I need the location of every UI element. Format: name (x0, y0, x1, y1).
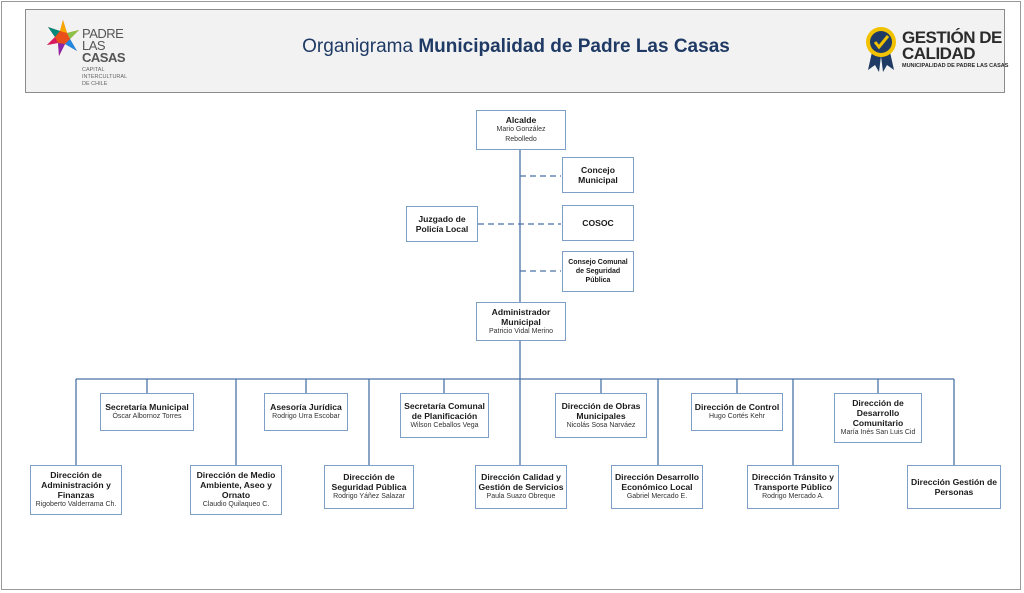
page-title: Organigrama Municipalidad de Padre Las C… (26, 36, 1006, 58)
node-title: Juzgado de Policía Local (415, 214, 469, 234)
node-gestion-personas: Dirección Gestión de Personas (907, 465, 1001, 509)
title-main: Municipalidad de Padre Las Casas (418, 36, 730, 57)
node-person: Nicolás Sosa Narváez (566, 421, 636, 429)
node-title: Dirección de Seguridad Pública (331, 472, 407, 492)
logo-word-2: LAS (82, 38, 106, 53)
quality-subtitle: MUNICIPALIDAD DE PADRE LAS CASAS (902, 63, 1009, 69)
node-title: Dirección de Control (694, 402, 780, 412)
node-person: Hugo Cortés Kehr (708, 413, 766, 420)
node-person: Wilson Ceballos Vega (410, 421, 479, 429)
node-calidad-servicios: Dirección Calidad y Gestión de Servicios… (475, 465, 567, 509)
header-banner: PADRE LAS CASAS CAPITAL INTERCULTURAL DE… (25, 9, 1008, 93)
node-asesoria-juridica: Asesoría Jurídica Rodrigo Urra Escobar (264, 393, 348, 431)
quality-title-1: GESTIÓN DE (902, 28, 1002, 47)
node-person: Claudio Quilaqueo C. (202, 501, 270, 508)
node-title: Secretaría Municipal (105, 402, 189, 412)
node-consejo-seguridad: Consejo Comunal de Seguridad Pública (562, 251, 634, 292)
gestion-calidad-logo: GESTIÓN DE CALIDAD MUNICIPALIDAD DE PADR… (864, 24, 1008, 84)
quality-seal-icon (866, 27, 896, 72)
logo-tagline-1: CAPITAL (82, 67, 105, 73)
node-person: María Inés San Luis Cid (840, 429, 916, 436)
logo-tagline-3: DE CHILE (82, 81, 108, 87)
node-title: Dirección Calidad y Gestión de Servicios (478, 472, 564, 492)
node-alcalde: Alcalde Mario González Rebolledo (476, 110, 566, 150)
node-person: Rodrigo Yáñez Salazar (333, 493, 405, 500)
node-medio-ambiente: Dirección de Medio Ambiente, Aseo y Orna… (190, 465, 282, 515)
node-title: Dirección de Obras Municipales (561, 400, 641, 421)
node-title: Secretaría Comunal de Planificación (404, 400, 485, 421)
node-secretaria-municipal: Secretaría Municipal Óscar Albornoz Torr… (100, 393, 194, 431)
star-logo-icon (47, 20, 79, 56)
node-seguridad-publica: Dirección de Seguridad Pública Rodrigo Y… (324, 465, 414, 509)
logo-word-1: PADRE (82, 26, 124, 41)
node-title: Administrador Municipal (491, 306, 551, 327)
node-control: Dirección de Control Hugo Cortés Kehr (691, 393, 783, 431)
node-title: Dirección de Medio Ambiente, Aseo y Orna… (196, 470, 276, 500)
node-title: Concejo Municipal (578, 165, 618, 185)
node-concejo: Concejo Municipal (562, 157, 634, 193)
logo-tagline-2: INTERCULTURAL (82, 74, 128, 80)
node-desarrollo-economico: Dirección Desarrollo Económico Local Gab… (611, 465, 703, 509)
node-person: Rigoberto Valderrama Ch. (35, 501, 117, 508)
node-person: Óscar Albornoz Torres (112, 413, 182, 420)
node-administrador: Administrador Municipal Patricio Vidal M… (476, 302, 566, 341)
node-obras: Dirección de Obras Municipales Nicolás S… (555, 393, 647, 438)
node-title: Asesoría Jurídica (270, 402, 342, 412)
node-title: Consejo Comunal de Seguridad Pública (568, 259, 628, 284)
node-title: Dirección de Administración y Finanzas (41, 470, 111, 500)
node-cosoc: COSOC (562, 205, 634, 241)
node-person: Paula Suazo Obreque (486, 493, 556, 500)
node-person: Patricio Vidal Merino (488, 327, 554, 335)
logo-word-3: CASAS (82, 50, 126, 65)
node-title: Dirección Gestión de Personas (911, 477, 997, 497)
title-prefix: Organigrama (302, 36, 414, 57)
node-title: Dirección Tránsito y Transporte Público (751, 472, 835, 492)
node-juzgado: Juzgado de Policía Local (406, 206, 478, 242)
node-finanzas: Dirección de Administración y Finanzas R… (30, 465, 122, 515)
node-title: COSOC (582, 218, 614, 228)
node-title: Dirección Desarrollo Económico Local (614, 472, 700, 492)
node-title: Alcalde (505, 115, 537, 125)
node-dideco: Dirección de Desarrollo Comunitario Marí… (834, 393, 922, 443)
node-secplan: Secretaría Comunal de Planificación Wils… (400, 393, 489, 438)
node-person: Rodrigo Urra Escobar (272, 413, 340, 420)
node-person: Mario González Rebolledo (496, 126, 546, 143)
padre-las-casas-logo: PADRE LAS CASAS CAPITAL INTERCULTURAL DE… (46, 18, 156, 90)
quality-title-2: CALIDAD (902, 44, 976, 63)
node-person: Gabriel Mercado E. (626, 493, 688, 500)
node-transito: Dirección Tránsito y Transporte Público … (747, 465, 839, 509)
node-title: Dirección de Desarrollo Comunitario (852, 398, 904, 428)
node-person: Rodrigo Mercado A. (762, 493, 824, 500)
